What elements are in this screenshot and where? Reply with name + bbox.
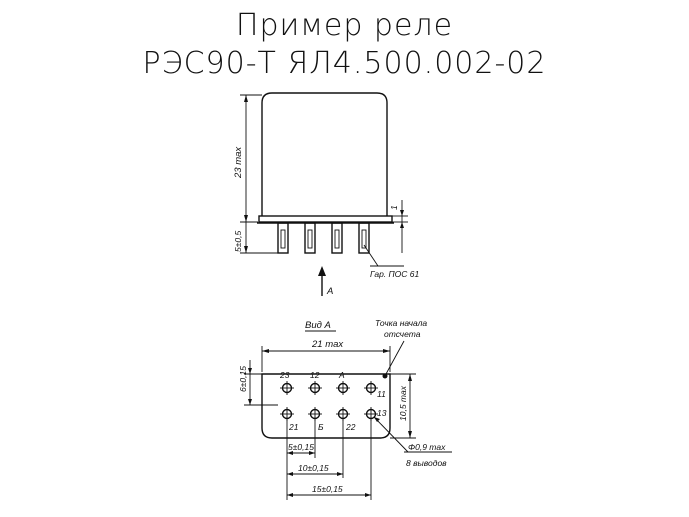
pin-grid bbox=[280, 381, 378, 421]
pin-label: 22 bbox=[345, 422, 356, 432]
relay-housing bbox=[261, 92, 388, 216]
relay-side-view: 23 max 5±0,5 1 Гар. ПОС 61 A bbox=[233, 92, 420, 297]
pin-label: 12 bbox=[310, 370, 320, 380]
pin-label: Б bbox=[318, 422, 324, 432]
pin-length-dimension: 5±0,5 bbox=[233, 222, 280, 254]
relay-base-flange bbox=[258, 215, 393, 223]
pitch-dim-2: 10±0,15 bbox=[298, 463, 329, 473]
relay-pins bbox=[277, 222, 370, 254]
pin-label: 11 bbox=[377, 389, 386, 399]
flange-gap-mark: 1 bbox=[389, 200, 408, 253]
width-dim-label: 21 max bbox=[311, 339, 344, 350]
diagram-title-line2: РЭС90-Т ЯЛ4.500.002-02 bbox=[142, 46, 547, 81]
gap-mark-label: 1 bbox=[389, 205, 399, 210]
relay-bottom-view: Вид А Точка начала отсчета 21 max 6±0,15… bbox=[238, 318, 452, 500]
pin-dia-leader bbox=[373, 416, 409, 453]
pin-dia-label: Φ0,9 max bbox=[408, 442, 446, 452]
diagram-title-line1: Пример реле bbox=[235, 8, 454, 43]
height-dim-label: 23 max bbox=[233, 146, 244, 179]
left-dim-label: 6±0,15 bbox=[238, 366, 248, 392]
view-arrow-label: A bbox=[326, 286, 333, 297]
origin-note-line1: Точка начала bbox=[375, 318, 427, 328]
relay-bottom-outline bbox=[261, 373, 391, 439]
origin-note-line2: отсчета bbox=[384, 329, 421, 339]
solder-note: Гар. ПОС 61 bbox=[370, 269, 420, 279]
pitch-dim-1: 5±0,15 bbox=[288, 442, 314, 452]
origin-point bbox=[382, 373, 388, 379]
pitch-dim-3: 15±0,15 bbox=[312, 484, 343, 494]
pin-label: 23 bbox=[279, 370, 290, 380]
view-a-arrow: A bbox=[318, 266, 333, 297]
right-dim-label: 10,5 max bbox=[398, 385, 408, 421]
height-dimension: 23 max bbox=[233, 94, 262, 223]
pin-label: 13 bbox=[377, 408, 387, 418]
pin-label: 21 bbox=[288, 422, 299, 432]
pin-length-label: 5±0,5 bbox=[233, 231, 243, 252]
pin-label: A bbox=[338, 370, 345, 380]
view-a-label: Вид А bbox=[305, 320, 331, 331]
solder-leader bbox=[363, 244, 379, 267]
pin-count-label: 8 выводов bbox=[406, 458, 447, 468]
